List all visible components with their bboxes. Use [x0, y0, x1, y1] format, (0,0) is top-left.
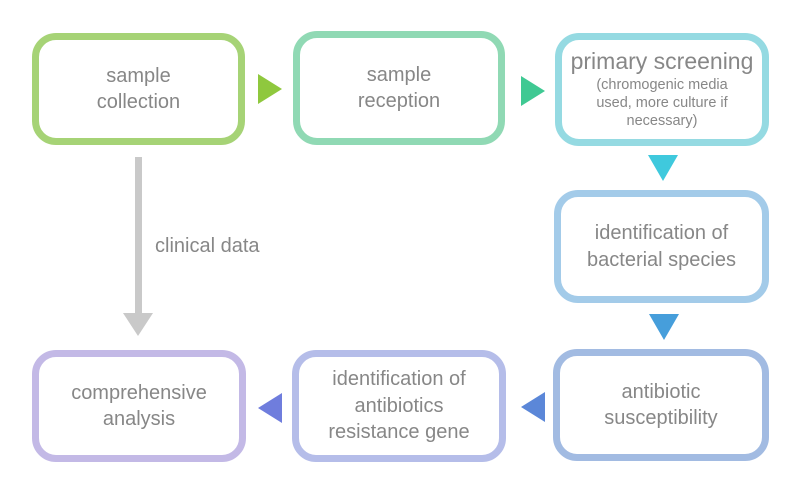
node-label: sample reception: [357, 63, 441, 112]
node-sample-reception: sample reception: [293, 31, 505, 145]
arrow-left-icon: [258, 393, 282, 423]
node-label: comprehensive analysis: [71, 381, 207, 430]
arrow-down-icon: [648, 155, 678, 181]
node-label: antibiotic susceptibility: [604, 380, 718, 429]
node-antibiotic-susceptibility: antibiotic susceptibility: [553, 349, 769, 461]
arrow-right-icon: [521, 76, 545, 106]
arrow-down-icon: [649, 314, 679, 340]
node-label: identification of antibiotics resistance…: [328, 368, 470, 444]
arrow-right-icon: [258, 74, 282, 104]
node-label: identification of bacterial species: [587, 222, 736, 271]
node-sample-collection: sample collection: [32, 33, 245, 145]
clinical-data-arrow-stem: [135, 157, 142, 313]
node-primary-screening: primary screening (chromogenic media use…: [555, 33, 769, 146]
node-label: sample collection: [96, 64, 181, 113]
node-sublabel: (chromogenic media used, more culture if…: [596, 76, 728, 130]
node-identification-of-bacterial-species: identification of bacterial species: [554, 190, 769, 303]
node-comprehensive-analysis: comprehensive analysis: [32, 350, 246, 462]
arrow-left-icon: [521, 392, 545, 422]
node-label: primary screening: [570, 47, 754, 74]
clinical-data-arrow-head-icon: [123, 313, 153, 336]
clinical-data-label: clinical data: [155, 235, 260, 257]
node-identification-of-antibiotics-resistance-gene: identification of antibiotics resistance…: [292, 350, 506, 462]
